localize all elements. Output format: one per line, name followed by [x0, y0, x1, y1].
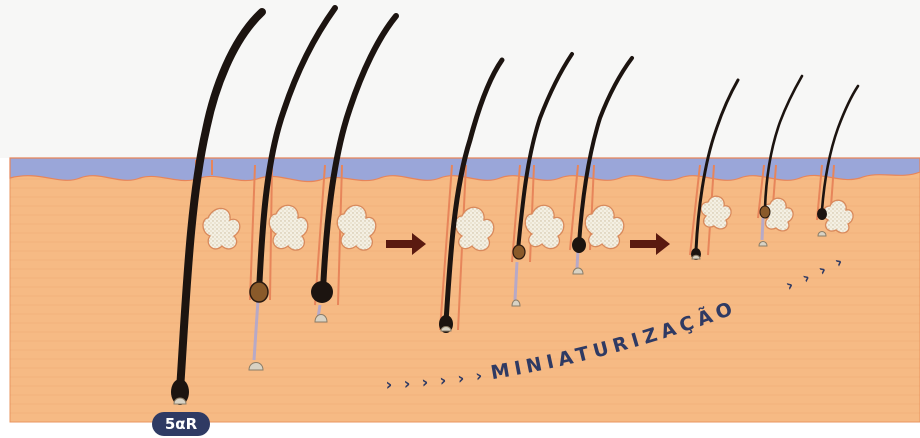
enzyme-badge: 5αR — [152, 412, 210, 436]
background — [0, 0, 920, 158]
badge-label: 5αR — [165, 415, 198, 433]
